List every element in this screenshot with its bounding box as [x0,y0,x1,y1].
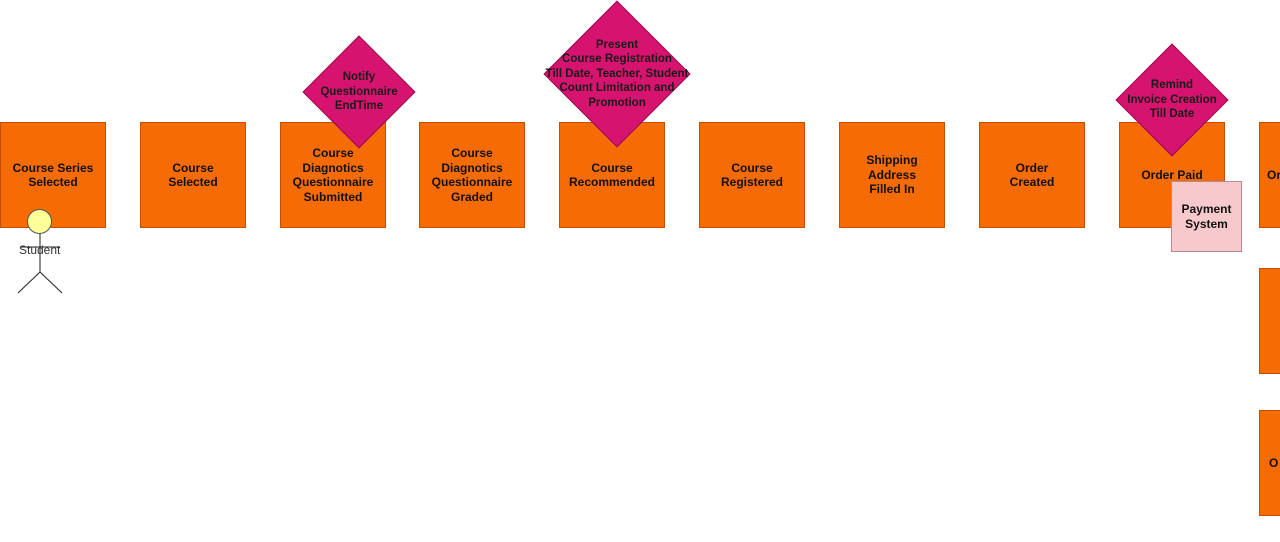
policy-notify-questionnaire-endtime[interactable]: Notify Questionnaire EndTime [298,36,420,148]
external-system-payment[interactable]: Payment System [1171,181,1242,252]
event-cut-off-2[interactable] [1259,268,1280,374]
event-course-series-selected[interactable]: Course Series Selected [0,122,106,228]
event-course-diagnostics-questionnaire-graded[interactable]: Course Diagnotics Questionnaire Graded [419,122,525,228]
event-course-selected[interactable]: Course Selected [140,122,246,228]
actor-label: Student [19,243,61,257]
event-order-created[interactable]: Order Created [979,122,1085,228]
policy-present-course-registration[interactable]: Present Course Registration Till Date, T… [534,0,700,148]
event-course-registered[interactable]: Course Registered [699,122,805,228]
event-cut-off-1[interactable]: Or [1259,122,1280,228]
policy-remind-invoice-creation[interactable]: Remind Invoice Creation Till Date [1111,44,1233,156]
policy-label: Remind Invoice Creation Till Date [1127,79,1217,121]
actor-head-icon [27,209,52,234]
event-shipping-address-filled-in[interactable]: Shipping Address Filled In [839,122,945,228]
actor-student[interactable]: Student [16,209,64,295]
policy-label: Notify Questionnaire EndTime [320,71,398,113]
actor-figure-icon [17,234,63,294]
policy-label: Present Course Registration Till Date, T… [545,38,689,109]
event-cut-off-3[interactable]: O [1259,410,1280,516]
